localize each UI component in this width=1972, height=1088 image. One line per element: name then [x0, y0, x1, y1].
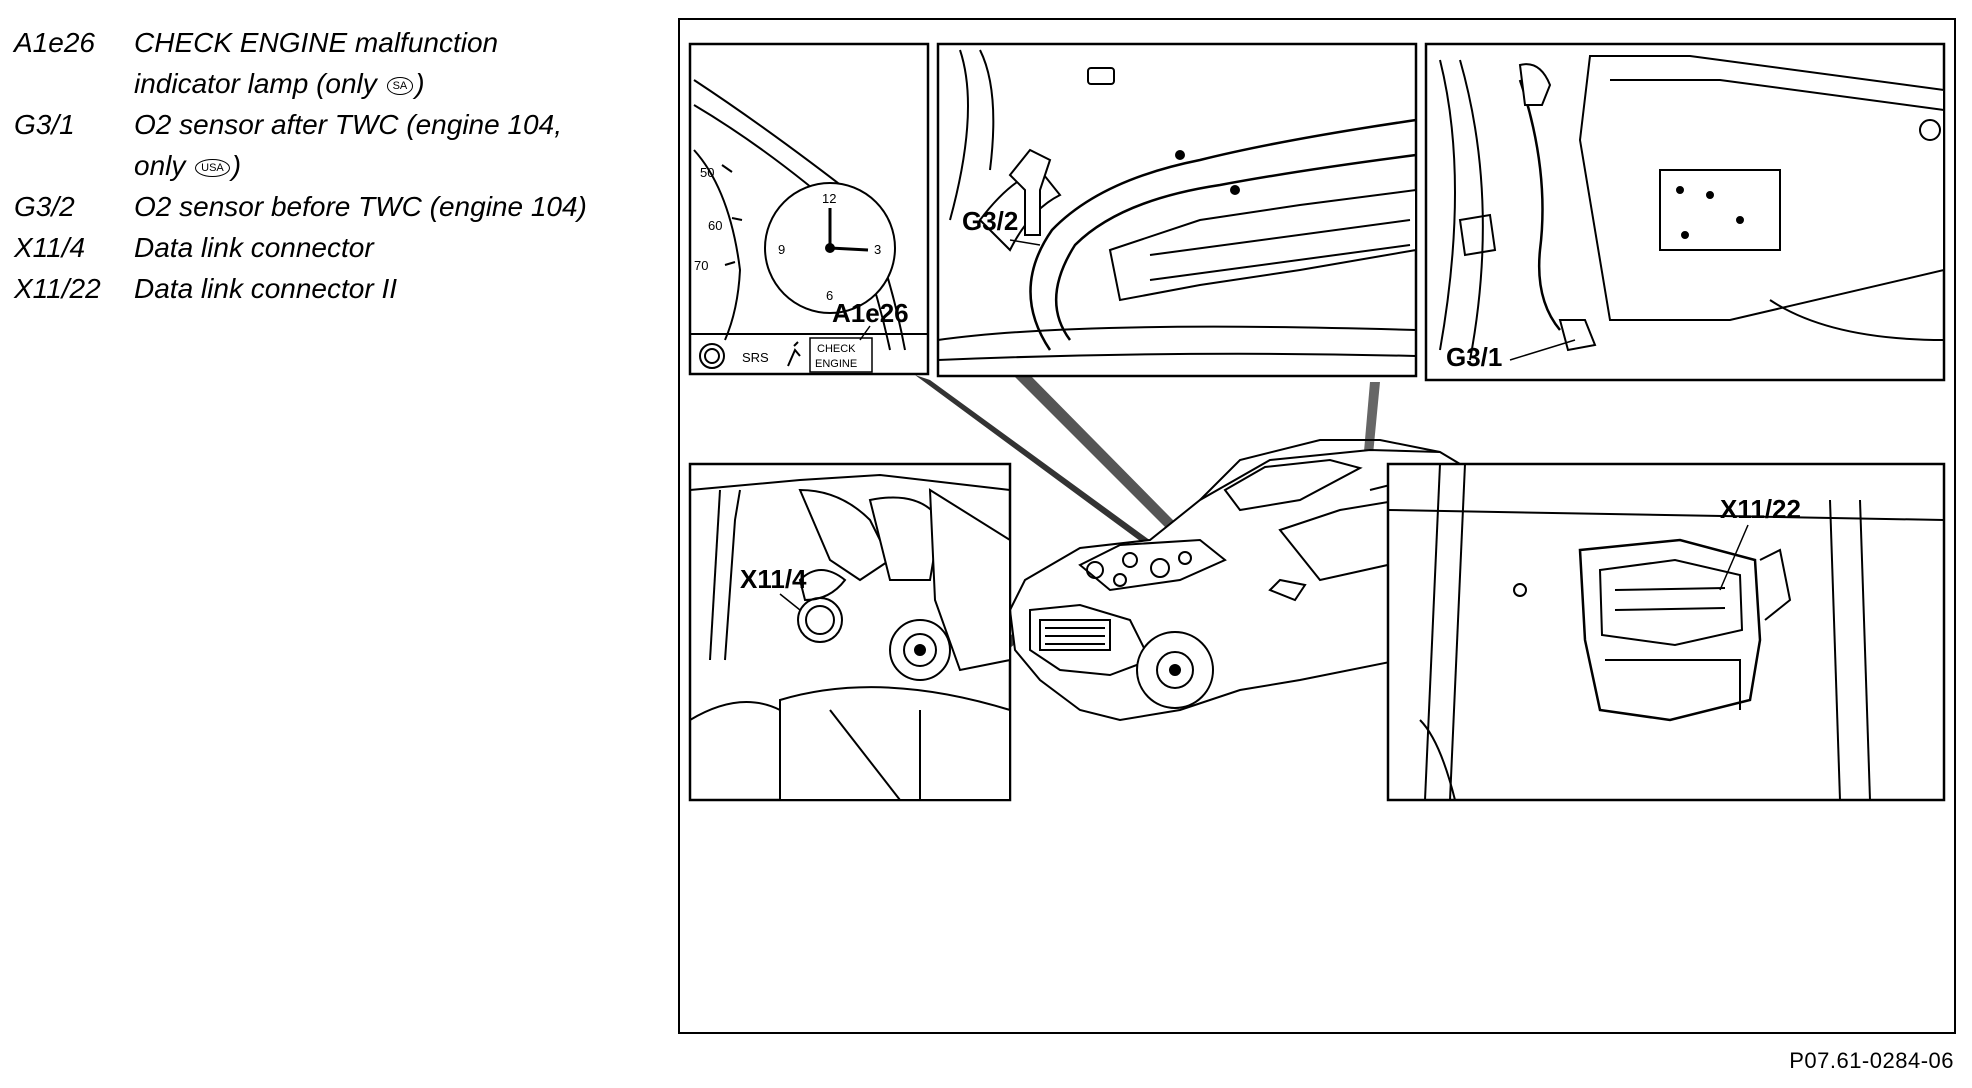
o2-sensor-g31-icon	[1518, 63, 1552, 106]
callout-a1e26: A1e26	[832, 298, 909, 328]
legend-code: X11/22	[14, 273, 101, 304]
legend: A1e26 CHECK ENGINE malfunction indicator…	[14, 22, 654, 309]
callout-x114: X11/4	[740, 564, 807, 594]
legend-row-x114: X11/4 Data link connector	[14, 227, 654, 268]
connector-x1122-icon	[1578, 538, 1762, 722]
check-engine-lamp	[809, 337, 873, 373]
inset-data-link-connector: X11/4	[688, 462, 1012, 802]
legend-desc: O2 sensor after TWC (engine 104,	[134, 109, 562, 140]
speedo-label: 70	[694, 258, 708, 273]
connector-x114-icon	[797, 597, 843, 643]
legend-row-x1122: X11/22 Data link connector II	[14, 268, 654, 309]
legend-code: G3/2	[14, 191, 75, 222]
svg-text:CHECK: CHECK	[817, 343, 856, 355]
clock-label: 12	[822, 191, 836, 206]
legend-row-a1e26: A1e26 CHECK ENGINE malfunction indicator…	[14, 22, 654, 104]
legend-desc: indicator lamp (only	[134, 68, 385, 99]
clock-label: 3	[874, 242, 881, 257]
o2-sensor-g32-icon	[1008, 148, 1052, 236]
legend-desc: O2 sensor before TWC (engine 104)	[134, 191, 587, 222]
inset-instrument-cluster: 50 60 70 12 9 3 6 SRS CHECK ENGINE A1e26	[688, 42, 930, 376]
legend-desc: Data link connector II	[134, 273, 398, 304]
inset-o2-sensor-before-twc: G3/2	[936, 42, 1418, 378]
legend-code: G3/1	[14, 109, 75, 140]
legend-row-g32: G3/2 O2 sensor before TWC (engine 104)	[14, 186, 654, 227]
inset-data-link-connector-ii: X11/22	[1386, 462, 1946, 802]
inset-o2-sensor-after-twc: G3/1	[1424, 42, 1946, 382]
legend-code: A1e26	[14, 27, 95, 58]
speedo-label: 60	[708, 218, 722, 233]
callout-g31: G3/1	[1446, 342, 1502, 372]
seatbelt-icon	[787, 341, 801, 367]
srs-label: SRS	[742, 350, 769, 365]
clock-label: 6	[826, 288, 833, 303]
legend-row-g31: G3/1 O2 sensor after TWC (engine 104, on…	[14, 104, 654, 186]
svg-text:ENGINE: ENGINE	[815, 358, 857, 370]
sa-badge-icon: SA	[386, 76, 414, 95]
component-location-diagram: 50 60 70 12 9 3 6 SRS CHECK ENGINE A1e26	[678, 18, 1956, 1034]
callout-x1122: X11/22	[1720, 494, 1801, 524]
figure-reference-number: P07.61-0284-06	[1789, 1048, 1954, 1073]
usa-badge-icon: USA	[195, 158, 230, 177]
callout-g32: G3/2	[962, 206, 1018, 236]
legend-desc: Data link connector	[134, 232, 374, 263]
clock-label: 9	[778, 242, 785, 257]
legend-desc: CHECK ENGINE malfunction	[134, 27, 499, 58]
legend-code: X11/4	[14, 232, 86, 263]
speedo-label: 50	[700, 165, 714, 180]
brake-warning-icon	[699, 343, 725, 369]
legend-desc: only	[134, 150, 194, 181]
